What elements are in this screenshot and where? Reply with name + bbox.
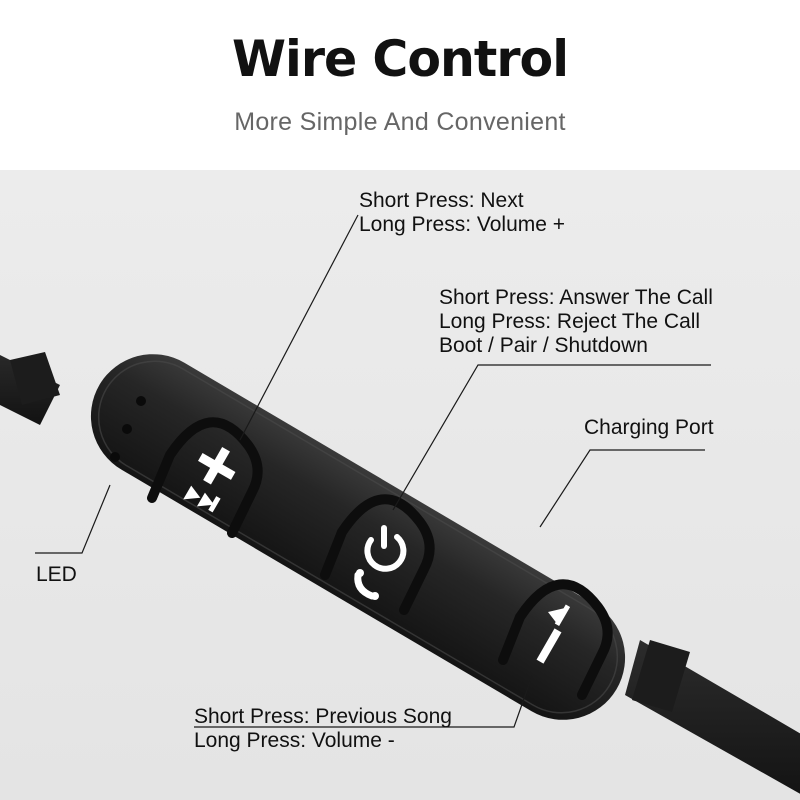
power-annotation: Short Press: Answer The Call Long Press:…: [439, 286, 713, 358]
volume-plus-next-icon: [183, 447, 236, 513]
product-illustration-panel: Short Press: Next Long Press: Volume + S…: [0, 170, 800, 800]
right-cable: [625, 640, 800, 794]
charging-port-annotation: Charging Port: [584, 416, 714, 440]
previous-volume-down-button[interactable]: [498, 579, 613, 700]
next-annotation: Short Press: Next Long Press: Volume +: [359, 189, 565, 237]
wire-control-illustration: [0, 214, 800, 794]
remote-body: [90, 354, 626, 720]
previous-short-press-text: Short Press: Previous Song: [194, 705, 452, 728]
power-long-press-text: Long Press: Reject The Call: [439, 310, 701, 333]
previous-annotation: Short Press: Previous Song Long Press: V…: [194, 705, 452, 753]
next-short-press-text: Short Press: Next: [359, 189, 524, 212]
power-call-icon: [354, 525, 407, 600]
leader-lines: [35, 214, 711, 728]
next-volume-up-button[interactable]: [147, 417, 263, 538]
page-title: Wire Control: [231, 30, 569, 88]
led-text: LED: [36, 563, 77, 586]
power-call-button[interactable]: [320, 494, 435, 615]
previous-long-press-text: Long Press: Volume -: [194, 729, 395, 752]
previous-volume-minus-icon: [536, 604, 571, 664]
next-long-press-text: Long Press: Volume +: [359, 213, 566, 236]
led-annotation: LED: [36, 563, 77, 587]
led-indicator-icon: [110, 396, 146, 462]
power-short-press-text: Short Press: Answer The Call: [439, 286, 713, 309]
left-cable: [0, 352, 60, 425]
page-subtitle: More Simple And Convenient: [234, 108, 566, 136]
header: Wire Control More Simple And Convenient: [0, 0, 800, 170]
power-boot-text: Boot / Pair / Shutdown: [439, 334, 648, 357]
charging-port-text: Charging Port: [584, 416, 714, 439]
